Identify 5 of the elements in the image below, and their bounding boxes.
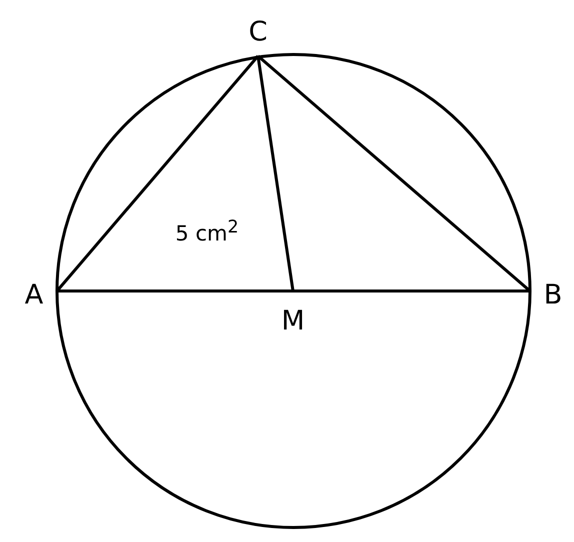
area-label: 5 cm$^{2}$ xyxy=(175,220,239,244)
point-label: B xyxy=(544,282,562,308)
point-label: A xyxy=(24,282,44,308)
point-label: M xyxy=(281,308,305,334)
point-label: C xyxy=(248,18,268,46)
